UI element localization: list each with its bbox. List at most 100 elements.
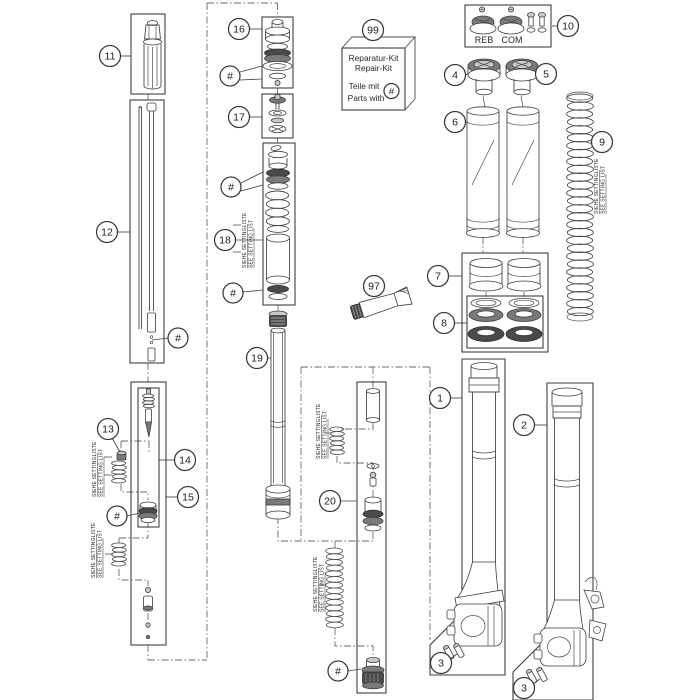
rebound-cartridge-stack-18 <box>265 145 290 300</box>
setting-notes: SIEHE SETTINGLISTE SEE SETTING LIST SIEH… <box>91 158 607 612</box>
adjuster-kit-box-10: REB COM <box>464 4 552 48</box>
svg-text:97: 97 <box>368 281 380 293</box>
svg-text:#: # <box>389 86 395 97</box>
callout-19[interactable]: 19 <box>245 346 269 370</box>
svg-text:SIEHE SETTINGLISTE: SIEHE SETTINGLISTE <box>242 212 248 268</box>
callout-4[interactable]: 4 <box>443 63 467 87</box>
repair-kit-title-en: Repair-Kit <box>355 63 393 73</box>
outer-tube-right <box>506 106 540 238</box>
svg-text:17: 17 <box>233 112 245 124</box>
rebound-adjuster-part-11 <box>143 20 162 90</box>
long-spring-20 <box>325 547 344 629</box>
rebound-knob <box>469 6 497 35</box>
svg-text:7: 7 <box>435 271 441 283</box>
part-17-box <box>261 93 294 139</box>
callouts: 11 12 # 13 14 15 # 16 # 17 # 18 # 19 20 … <box>95 14 614 700</box>
callout-1[interactable]: 1 <box>428 386 452 410</box>
svg-text:#: # <box>228 182 234 194</box>
seal-rings-8 <box>467 297 543 342</box>
part-14-box <box>137 387 160 528</box>
setting-note-spring-9: SIEHE SETTINGLISTE SEE SETTING LIST <box>594 158 607 214</box>
callout-10[interactable]: 10 <box>556 14 580 38</box>
callout-11[interactable]: 11 <box>98 44 122 68</box>
pinch-bolts-2 <box>525 666 548 684</box>
part-11-box <box>130 13 166 95</box>
cartridge-tube-19 <box>265 310 291 520</box>
cartridge-spring <box>265 190 290 227</box>
repair-kit-hash-symbol: # <box>383 82 400 100</box>
needle-valve-part-14 <box>142 388 155 438</box>
callout-hash-15[interactable]: # <box>106 505 128 527</box>
svg-text:9: 9 <box>599 137 605 149</box>
outer-tube-left <box>466 106 500 238</box>
callout-13[interactable]: 13 <box>96 417 120 441</box>
setting-note-20-lower: SIEHE SETTINGLISTE SEE SETTING LIST <box>313 556 326 612</box>
svg-text:1: 1 <box>437 393 443 405</box>
repair-kit-title-de: Reparatur-Kit <box>349 53 399 63</box>
grease-tube-97 <box>350 286 413 320</box>
main-spring-9 <box>566 91 594 322</box>
push-rods-part-12 <box>138 102 157 362</box>
callout-9[interactable]: 9 <box>590 130 614 154</box>
callout-97[interactable]: 97 <box>362 274 386 298</box>
svg-text:11: 11 <box>105 51 116 63</box>
left-lower-spring <box>111 542 127 567</box>
svg-text:#: # <box>227 71 233 83</box>
callout-hash-18a[interactable]: # <box>220 176 242 198</box>
part-12-box <box>129 99 165 364</box>
part-8-box <box>466 295 544 349</box>
svg-text:5: 5 <box>543 69 549 81</box>
svg-text:6: 6 <box>452 117 458 129</box>
svg-text:13: 13 <box>102 424 114 436</box>
callout-17[interactable]: 17 <box>227 105 251 129</box>
svg-text:SEE SETTING LIST: SEE SETTING LIST <box>323 411 329 459</box>
svg-text:3: 3 <box>521 683 527 695</box>
callout-99[interactable]: 99 <box>361 18 385 42</box>
svg-text:SEE SETTING LIST: SEE SETTING LIST <box>98 530 104 578</box>
setting-note-left-lower: SIEHE SETTINGLISTE SEE SETTING LIST <box>91 522 104 578</box>
callout-3-right[interactable]: 3 <box>512 676 536 700</box>
svg-text:16: 16 <box>233 24 245 36</box>
svg-text:#: # <box>335 666 341 678</box>
callout-hash-16[interactable]: # <box>219 65 241 87</box>
svg-text:SEE SETTING LIST: SEE SETTING LIST <box>601 166 607 214</box>
setting-note-20-upper: SIEHE SETTINGLISTE SEE SETTING LIST <box>316 403 329 459</box>
svg-text:SEE SETTING LIST: SEE SETTING LIST <box>320 564 326 612</box>
outer-tubes-6 <box>466 106 540 238</box>
axle-clamp-1 <box>446 561 505 647</box>
compression-assembly-20 <box>325 388 385 690</box>
svg-text:#: # <box>230 288 236 300</box>
svg-text:SIEHE SETTINGLISTE: SIEHE SETTINGLISTE <box>313 556 319 612</box>
setting-note-left-upper: SIEHE SETTINGLISTE SEE SETTING LIST <box>92 441 105 497</box>
svg-text:SEE SETTING LIST: SEE SETTING LIST <box>99 449 105 497</box>
svg-text:20: 20 <box>324 496 336 508</box>
callout-5[interactable]: 5 <box>534 62 558 86</box>
callout-6[interactable]: 6 <box>443 110 467 134</box>
fork-cap-4 <box>467 58 501 108</box>
assembly-dash-lines <box>118 2 525 661</box>
svg-text:10: 10 <box>562 21 574 33</box>
callout-15[interactable]: 15 <box>176 485 200 509</box>
callout-8[interactable]: 8 <box>432 311 456 335</box>
axle-clamp-2-with-caliper-mount <box>533 577 607 667</box>
guide-bushings-7 <box>468 258 542 292</box>
svg-text:SIEHE SETTINGLISTE: SIEHE SETTINGLISTE <box>594 158 600 214</box>
callout-7[interactable]: 7 <box>426 264 450 288</box>
callout-12[interactable]: 12 <box>95 220 119 244</box>
needle-spring <box>142 393 155 409</box>
callout-3-left[interactable]: 3 <box>429 651 453 675</box>
part-18-box <box>262 142 296 306</box>
adjuster-nut-part-13 <box>116 450 127 461</box>
reb-label: REB <box>475 35 494 45</box>
callout-20[interactable]: 20 <box>318 489 342 513</box>
callout-hash-12[interactable]: # <box>167 327 189 349</box>
svg-text:SEE SETTING LIST: SEE SETTING LIST <box>249 220 255 268</box>
callout-hash-18b[interactable]: # <box>222 282 244 304</box>
svg-text:4: 4 <box>452 70 458 82</box>
svg-text:#: # <box>175 333 181 345</box>
callout-14[interactable]: 14 <box>173 448 197 472</box>
callout-hash-20[interactable]: # <box>327 660 349 682</box>
callout-2[interactable]: 2 <box>512 413 536 437</box>
callout-18[interactable]: 18 <box>213 228 237 252</box>
callout-16[interactable]: 16 <box>227 17 251 41</box>
